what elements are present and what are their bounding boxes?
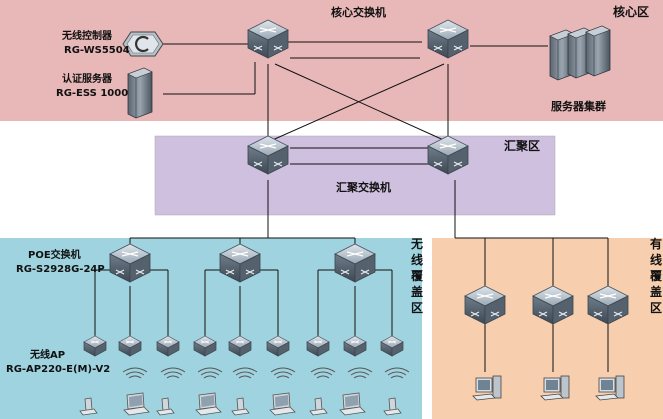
- wireless-controller-icon: [122, 31, 164, 57]
- wireless-controller-model: RG-WS5504: [64, 45, 130, 56]
- wireless-zone-label: 无线覆盖区: [410, 237, 424, 315]
- aggregation-switch-label: 汇聚交换机: [336, 180, 391, 194]
- wired-clients: [472, 375, 625, 401]
- poe-switch-label: POE交换机: [28, 248, 81, 261]
- poe-switch-model: RG-S2928G-24P: [16, 264, 105, 275]
- aggregation-zone-label: 汇聚区: [504, 139, 540, 153]
- desktop-pc-icon: [595, 375, 625, 401]
- connection-lines: [94, 41, 609, 372]
- wireless-ap-model: RG-AP220-E(M)-V2: [6, 364, 110, 375]
- desktop-pc-icon: [540, 375, 570, 401]
- desktop-pc-icon: [472, 375, 502, 401]
- wired-zone-label: 有线覆盖区: [649, 236, 663, 315]
- auth-server-label: 认证服务器: [62, 72, 113, 85]
- wireless-ap-label: 无线AP: [29, 348, 65, 361]
- server-cluster-label: 服务器集群: [551, 99, 606, 113]
- server-cluster-icons: [549, 25, 611, 81]
- aggregation-zone: [154, 135, 556, 216]
- wireless-access-points: [83, 335, 404, 357]
- auth-server-icon: [127, 67, 153, 119]
- core-switch-label: 核心交换机: [331, 5, 386, 19]
- wireless-controller-label: 无线控制器: [61, 29, 113, 42]
- core-zone-label: 核心区: [613, 4, 649, 19]
- auth-server-model: RG-ESS 1000: [56, 88, 128, 99]
